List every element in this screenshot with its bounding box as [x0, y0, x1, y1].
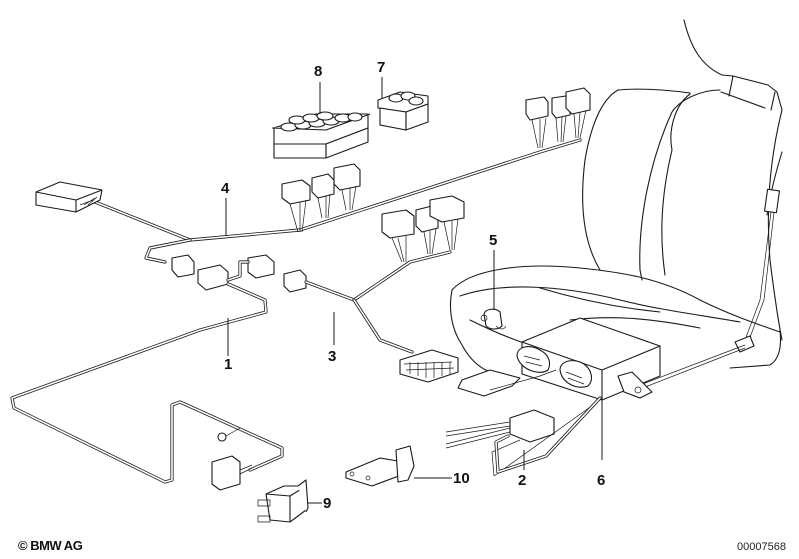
callout-9[interactable]: 9	[323, 495, 332, 512]
callout-4[interactable]: 4	[221, 180, 230, 197]
relay-cover-large-8[interactable]	[271, 111, 371, 159]
connector-plugs-mid	[171, 254, 307, 293]
control-unit-6[interactable]	[445, 317, 661, 477]
bracket-10[interactable]	[345, 445, 415, 487]
seat-outline	[449, 19, 783, 390]
relay-cover-small-7[interactable]	[377, 91, 429, 131]
wiring-harness-4[interactable]	[35, 87, 591, 293]
callout-2[interactable]: 2	[518, 472, 527, 489]
callout-1[interactable]: 1	[224, 356, 233, 373]
callout-8[interactable]: 8	[314, 63, 323, 80]
adapter-lead-2[interactable]	[494, 396, 602, 474]
wiring-harness-1[interactable]	[10, 282, 284, 491]
callout-7[interactable]: 7	[377, 59, 386, 76]
relay-9[interactable]	[257, 479, 309, 523]
callout-5[interactable]: 5	[489, 232, 498, 249]
connector-group-4b	[525, 87, 591, 149]
callout-10[interactable]: 10	[453, 470, 470, 487]
wiring-harness-3[interactable]	[304, 195, 465, 383]
copyright-label: © BMW AG	[18, 538, 83, 553]
connector-group-4a	[281, 163, 361, 233]
cable-clip-5[interactable]	[480, 308, 507, 330]
callout-6[interactable]: 6	[597, 472, 606, 489]
callout-3[interactable]: 3	[328, 348, 337, 365]
document-number: 00007568	[737, 541, 786, 553]
